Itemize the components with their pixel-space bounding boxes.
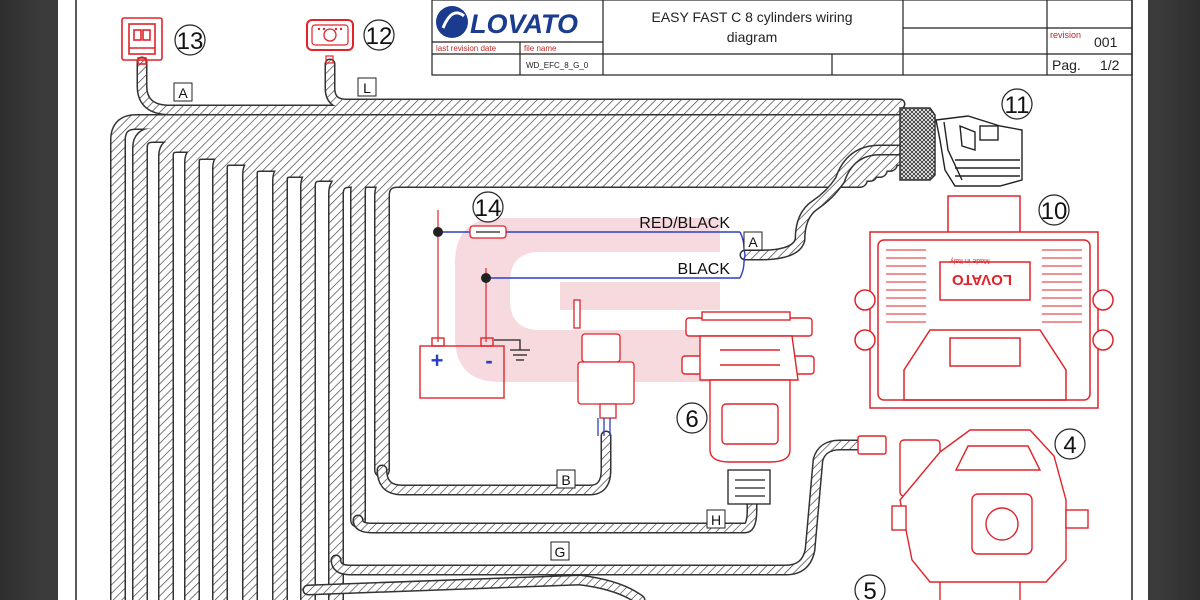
watermark-logo <box>455 218 720 382</box>
connector-h: H <box>711 512 721 528</box>
last-revision-date-label: last revision date <box>436 44 497 53</box>
component-14-number: 14 <box>475 195 502 222</box>
junction-dot-black <box>481 273 491 283</box>
component-6-number: 6 <box>685 406 698 433</box>
junction-dot-red-black <box>433 227 443 237</box>
battery <box>419 337 505 399</box>
component-number-markers: 13 12 11 10 14 6 4 5 <box>174 19 1086 600</box>
component-13-number: 13 <box>177 28 204 55</box>
revision-value: 001 <box>1094 34 1118 50</box>
ecu-cooling-fins <box>886 249 1082 323</box>
relay-component <box>573 299 635 436</box>
component-10-number: 10 <box>1041 198 1068 225</box>
harness-branches <box>136 56 910 600</box>
lovato-logo: LOVATO <box>436 6 578 39</box>
wire-label-black: BLACK <box>678 261 731 278</box>
gas-filter-6 <box>681 311 815 463</box>
lovato-brand-text: LOVATO <box>470 9 578 39</box>
component-11-number: 11 <box>1005 92 1030 119</box>
file-name-value: WD_EFC_8_G_0 <box>526 61 589 70</box>
file-name-label: file name <box>524 44 557 53</box>
title-block <box>431 0 1133 76</box>
connector-a-top: A <box>178 85 188 101</box>
component-4-number: 4 <box>1063 432 1076 459</box>
power-wiring <box>437 210 746 342</box>
harness-end-sleeve <box>899 107 936 181</box>
component-5-number: 5 <box>863 578 876 600</box>
pressure-reducer-4 <box>857 429 1089 600</box>
main-harness-bundle <box>110 114 918 600</box>
diagram-title-line2: diagram <box>727 29 778 45</box>
ecu-made-in-label: Made in Italy <box>950 257 990 264</box>
component-12-number: 12 <box>366 23 393 50</box>
component-13-switch <box>121 17 163 65</box>
ecu-brand-label: LOVATO <box>952 271 1012 288</box>
diagram-title-line1: EASY FAST C 8 cylinders wiring <box>651 9 852 25</box>
battery-minus: - <box>485 348 492 373</box>
wire-label-red-black: RED/BLACK <box>639 215 730 232</box>
battery-plus: + <box>431 348 444 373</box>
connector-b: B <box>561 472 570 488</box>
page-label: Pag. <box>1052 57 1081 73</box>
fuse-14 <box>469 225 507 239</box>
connector-g: G <box>555 544 566 560</box>
connector-h-plug <box>727 469 771 505</box>
connector-tags <box>173 77 763 561</box>
ecu-10 <box>854 195 1114 409</box>
page-value: 1/2 <box>1100 57 1120 73</box>
ecu-main-connector <box>935 115 1023 187</box>
connector-l: L <box>363 80 371 96</box>
component-12-switch-panel <box>306 19 354 64</box>
revision-label: revision <box>1050 30 1081 40</box>
ground-symbol <box>494 339 530 361</box>
connector-a-right: A <box>748 234 758 250</box>
